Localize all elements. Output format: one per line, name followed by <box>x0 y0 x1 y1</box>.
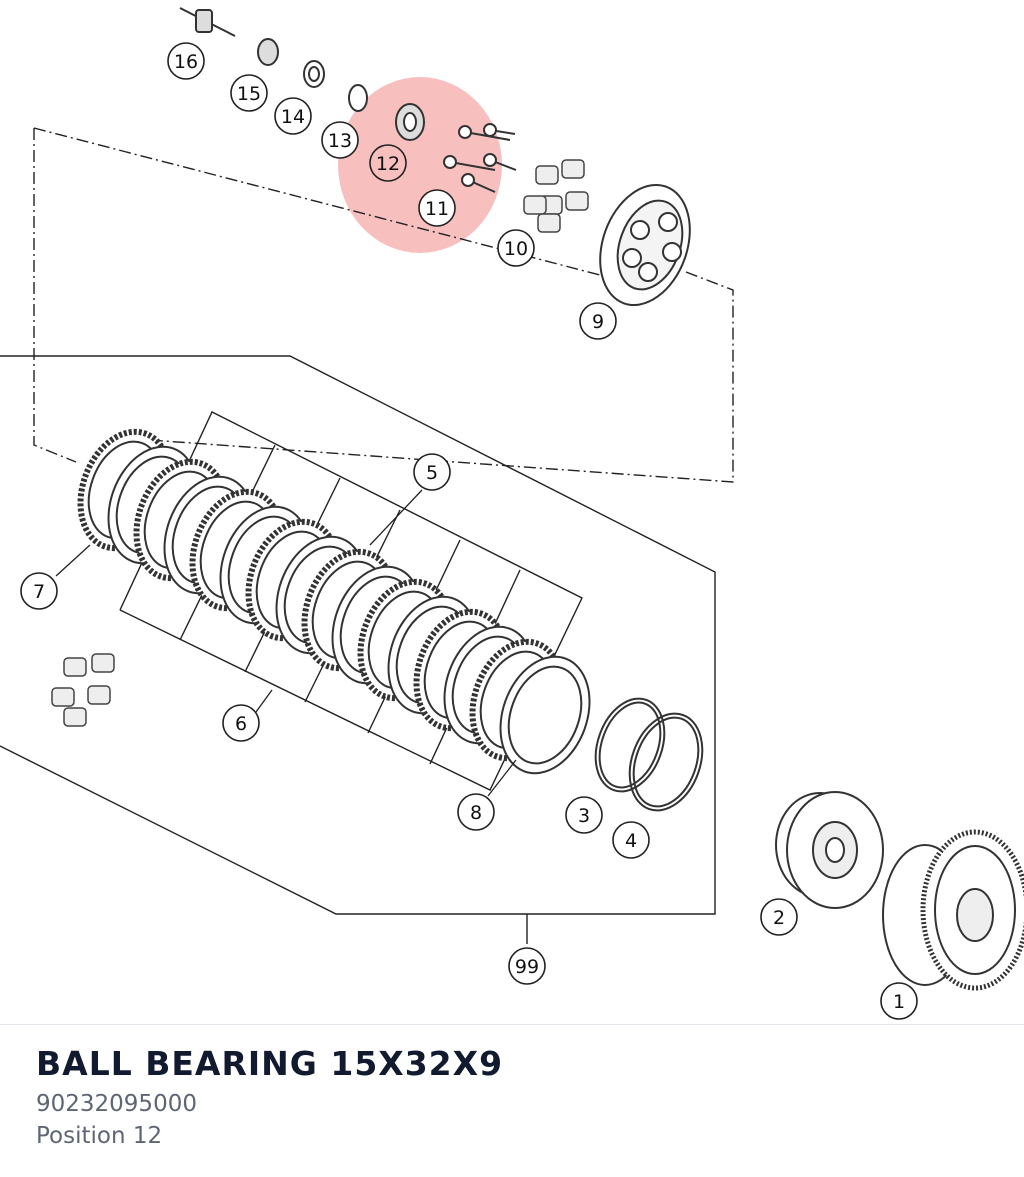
clutch-springs-lower <box>51 653 115 727</box>
callout-7[interactable]: 7 <box>20 572 58 610</box>
callout-15[interactable]: 15 <box>230 74 268 112</box>
callout-label: 14 <box>281 106 305 128</box>
outer-clutch-basket <box>882 829 1024 991</box>
callout-1[interactable]: 1 <box>880 982 918 1020</box>
callout-5[interactable]: 5 <box>413 453 451 491</box>
callout-label: 13 <box>328 130 352 152</box>
callout-8[interactable]: 8 <box>457 793 495 831</box>
callout-label: 9 <box>592 311 604 333</box>
disc-inner-edge <box>507 665 583 765</box>
callout-label: 4 <box>625 830 637 852</box>
assembly-outline-upper <box>33 128 77 463</box>
washer-13 <box>348 84 368 112</box>
part-position: Position 12 <box>36 1123 163 1149</box>
callout-label: 12 <box>376 153 400 175</box>
exploded-parts-diagram: 16 15 14 13 12 11 10 9 5 7 6 8 3 4 2 1 99 <box>0 7 1024 1020</box>
part-info-panel: BALL BEARING 15X32X9 90232095000 Positio… <box>36 1040 988 1152</box>
callout-label: 11 <box>425 198 449 220</box>
callout-3[interactable]: 3 <box>565 796 603 834</box>
callout-label: 5 <box>426 462 438 484</box>
callout-10[interactable]: 10 <box>497 229 535 267</box>
callout-6[interactable]: 6 <box>222 704 260 742</box>
callout-14[interactable]: 14 <box>274 97 312 135</box>
washer-15 <box>257 38 279 66</box>
highlight-region <box>338 77 502 253</box>
callout-4[interactable]: 4 <box>612 821 650 859</box>
callout-9[interactable]: 9 <box>579 302 617 340</box>
inner-clutch-hub <box>775 791 884 909</box>
callout-label: 2 <box>773 907 785 929</box>
callout-13[interactable]: 13 <box>321 121 359 159</box>
callout-label: 8 <box>470 802 482 824</box>
callout-2[interactable]: 2 <box>760 898 798 936</box>
part-name: BALL BEARING 15X32X9 <box>36 1044 504 1083</box>
callout-11[interactable]: 11 <box>418 189 456 227</box>
wire-ring-3 <box>594 697 666 793</box>
clutch-plate-stack <box>77 428 591 775</box>
screws <box>443 123 517 193</box>
divider <box>0 1024 1024 1025</box>
callout-label: 7 <box>33 581 45 603</box>
callout-99[interactable]: 99 <box>508 947 546 985</box>
callout-16[interactable]: 16 <box>167 42 205 80</box>
callout-label: 15 <box>237 83 261 105</box>
callout-label: 99 <box>515 956 539 978</box>
callout-12[interactable]: 12 <box>369 144 407 182</box>
callout-label: 16 <box>174 51 198 73</box>
clutch-springs-upper <box>523 159 589 233</box>
part-number: 90232095000 <box>36 1091 197 1117</box>
callout-label: 10 <box>504 238 528 260</box>
kit-outline <box>0 355 716 915</box>
callout-label: 3 <box>578 805 590 827</box>
wire-ring-4 <box>628 712 704 812</box>
pressure-plate <box>599 183 691 307</box>
callout-label: 1 <box>893 991 905 1013</box>
callout-label: 6 <box>235 713 247 735</box>
